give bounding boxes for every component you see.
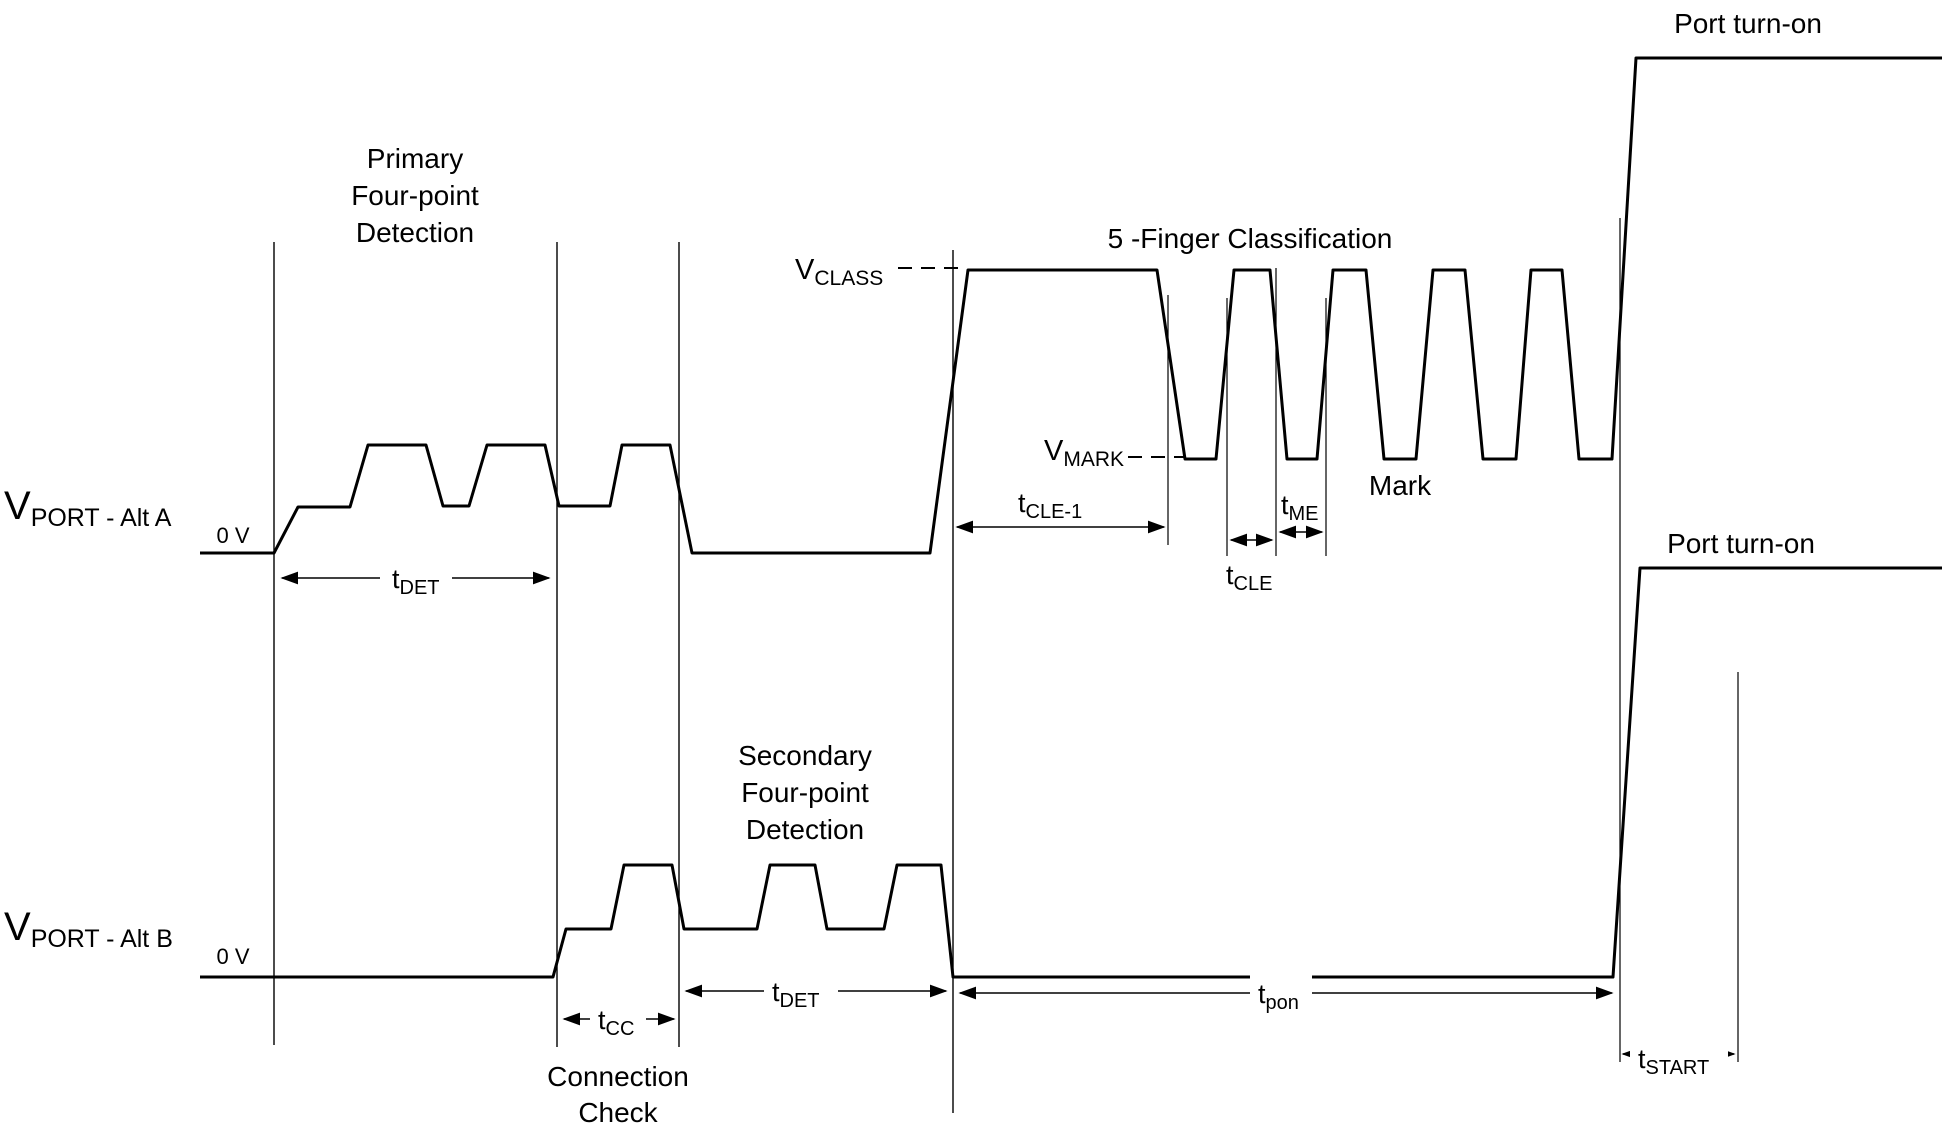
zero-volt-label-a: 0 V — [216, 523, 249, 548]
primary-detection-label-line3: Detection — [356, 217, 474, 248]
connection-check-label-line1: Connection — [547, 1061, 689, 1092]
secondary-detection-label-line2: Four-point — [741, 777, 869, 808]
tcc-label-bg — [590, 1001, 646, 1036]
tcle1-label: tCLE-1 — [1018, 488, 1082, 523]
tdet-b-label: tDET — [772, 977, 820, 1012]
measurement-reference-lines — [1167, 218, 1739, 1062]
primary-detection-label-line1: Primary — [367, 143, 463, 174]
phase-titles: Primary Four-point Detection Secondary F… — [351, 8, 1822, 1128]
dimension-arrows — [280, 520, 1736, 1061]
tme-label: tME — [1281, 490, 1319, 525]
vport-alt-b-label: VPORT - Alt B — [4, 905, 173, 953]
port-turn-on-label-top: Port turn-on — [1674, 8, 1822, 39]
tdet-b-label-bg — [764, 973, 838, 1008]
tstart-label: tSTART — [1638, 1044, 1709, 1079]
secondary-detection-label-line3: Detection — [746, 814, 864, 845]
timing-labels: tDET tCC tDET tpon tCLE-1 tCLE tME tSTAR… — [392, 488, 1709, 1079]
zero-volt-label-b: 0 V — [216, 944, 249, 969]
secondary-detection-label-line1: Secondary — [738, 740, 872, 771]
vclass-label: VCLASS — [795, 254, 883, 290]
tcc-label: tCC — [598, 1005, 634, 1040]
tpon-label: tpon — [1258, 979, 1299, 1014]
tpon-label-bg — [1250, 975, 1312, 1010]
tstart-label-bg — [1630, 1042, 1728, 1075]
vmark-label: VMARK — [1044, 435, 1124, 471]
vport-alt-a-waveform — [200, 56, 1942, 555]
mark-label: Mark — [1369, 470, 1432, 501]
phase-boundary-lines — [273, 242, 954, 1113]
tcle-label: tCLE — [1226, 560, 1272, 595]
primary-detection-label-line2: Four-point — [351, 180, 479, 211]
signal-labels: VPORT - Alt A VPORT - Alt B 0 V 0 V VCLA… — [4, 254, 1124, 969]
port-turn-on-label-right: Port turn-on — [1667, 528, 1815, 559]
vport-alt-b-waveform — [200, 566, 1942, 979]
vport-alt-a-label: VPORT - Alt A — [4, 484, 172, 532]
tdet-a-label-bg — [380, 560, 452, 596]
classification-label: 5 -Finger Classification — [1108, 223, 1393, 254]
connection-check-label-line2: Check — [578, 1097, 658, 1128]
tdet-a-label: tDET — [392, 564, 440, 599]
